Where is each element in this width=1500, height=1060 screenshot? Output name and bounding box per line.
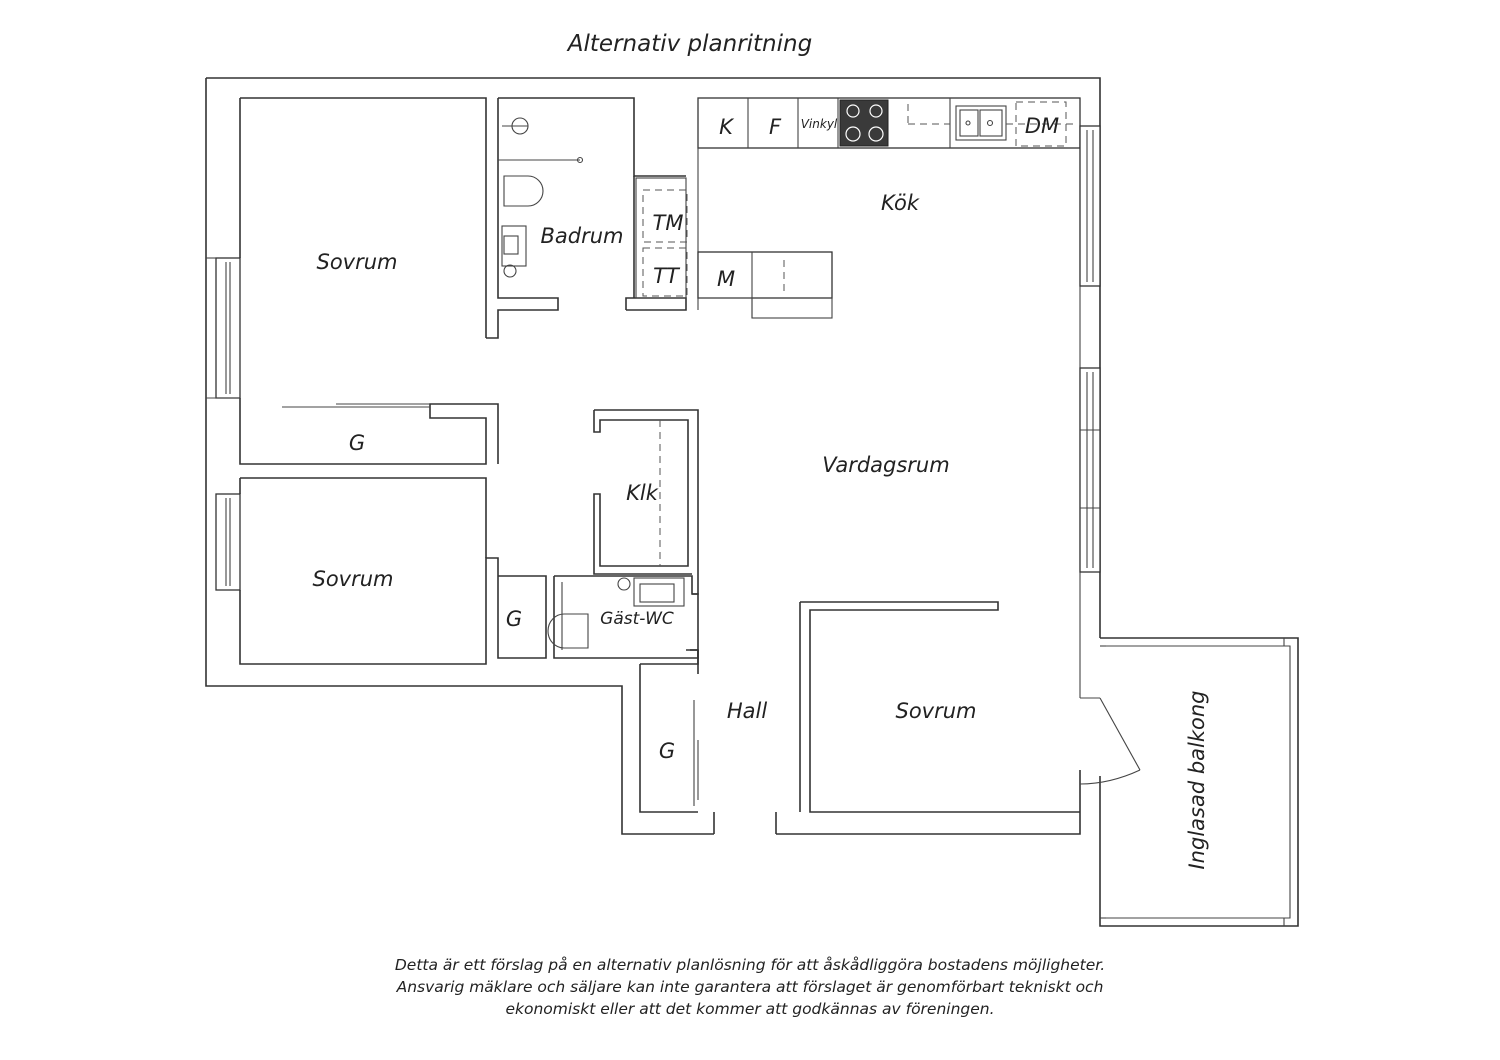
bedroom-3-label: Sovrum [895,699,976,723]
walk-in-closet-label: Klk [626,481,659,505]
bedroom-1-label: Sovrum [316,250,397,274]
wine-cooler-label: Vinkyl [801,117,838,131]
freezer-label: F [769,115,782,139]
plan-title: Alternativ planritning [566,31,812,57]
dishwasher-label: DM [1025,114,1059,138]
tm-label: TM [653,211,684,235]
disclaimer-line-2: Ansvarig mäklare och säljare kan inte ga… [396,978,1104,996]
bedroom-2-label: Sovrum [312,567,393,591]
laundry-area [633,176,688,299]
hall-label: Hall [727,699,767,723]
hall-walls [639,649,777,834]
living-room-label: Vardagsrum [822,453,949,477]
storage-3-label: G [659,739,675,763]
guest-wc-label: Gäst-WC [600,609,674,629]
right-windows [1079,125,1101,573]
balcony-label: Inglasad balkong [1185,690,1209,869]
tt-label: TT [653,264,681,288]
storage-1-label: G [349,431,365,455]
fridge-label: K [719,115,735,139]
bedroom-bottom-walls [215,477,547,665]
microwave-label: M [717,267,735,291]
balcony [1079,637,1299,927]
storage-2-label: G [506,607,522,631]
kitchen-island [697,251,833,319]
bedroom-top-walls [206,97,499,465]
kitchen-label: Kök [881,191,920,215]
kitchen-counter [697,97,1081,310]
bathroom-label: Badrum [540,224,623,248]
kitchen-sink-icon [955,105,1007,141]
bedroom-right-walls [799,601,1080,813]
disclaimer-line-3: ekonomiskt eller att det kommer att godk… [505,1000,994,1018]
disclaimer-line-1: Detta är ett förslag på en alternativ pl… [395,956,1105,974]
